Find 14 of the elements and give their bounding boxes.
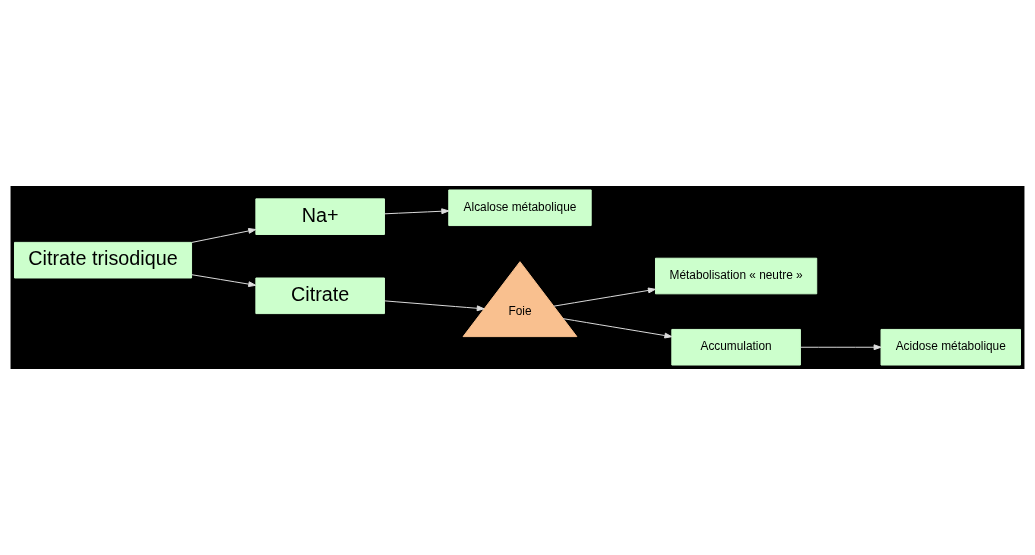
- node-box: Métabolisation « neutre »: [655, 257, 818, 295]
- arrow: [191, 274, 257, 288]
- arrow: [191, 228, 257, 243]
- node-box: Citrate: [255, 277, 385, 315]
- arrow: [800, 344, 882, 351]
- arrow: [553, 287, 656, 307]
- node-box: Accumulation: [671, 328, 801, 366]
- node-box: Na+: [255, 198, 385, 235]
- node-box: Acidose métabolique: [880, 328, 1021, 366]
- node-box: Alcalose métabolique: [448, 189, 592, 227]
- arrow: [384, 300, 485, 312]
- node-box: Citrate trisodique: [14, 241, 193, 279]
- arrow: [384, 208, 450, 215]
- arrow: [562, 318, 673, 339]
